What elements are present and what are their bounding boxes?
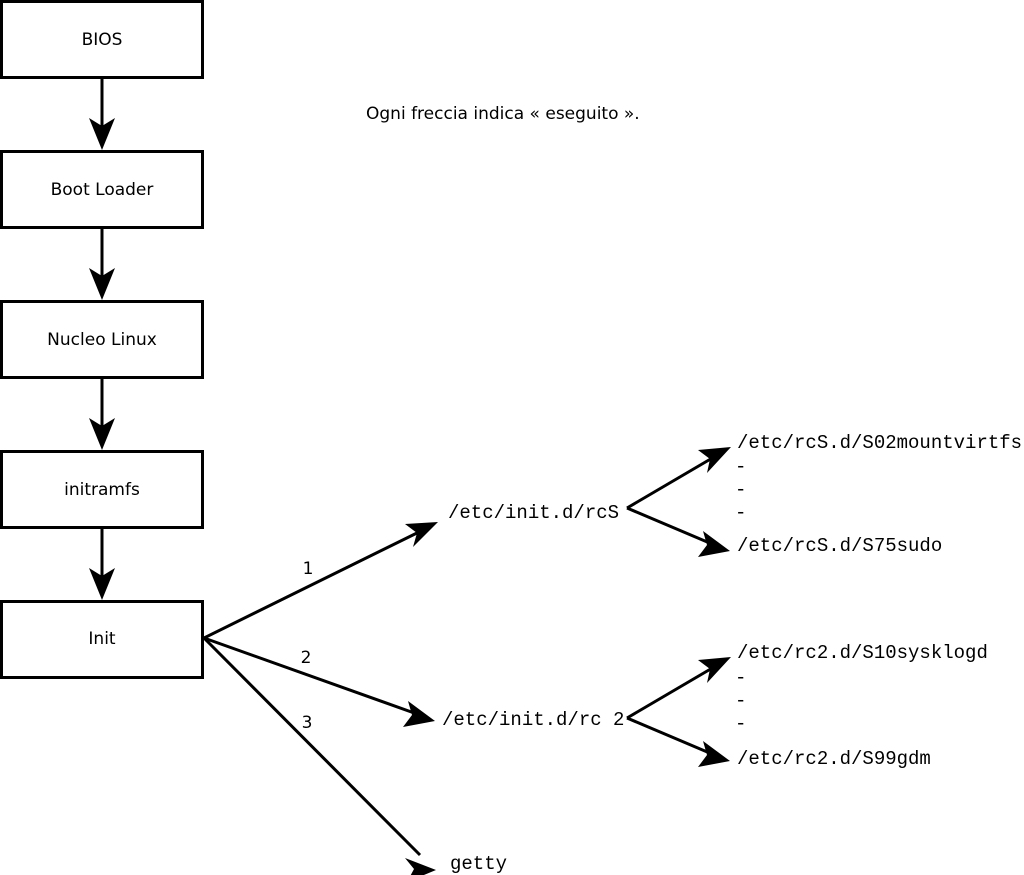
arrow-rcs-to-last-script xyxy=(626,506,730,557)
node-init[interactable]: Init xyxy=(0,600,204,679)
node-initramfs-rect xyxy=(0,450,204,529)
branch-number-2: 2 xyxy=(301,648,312,668)
arrow-bootloader-to-kernel xyxy=(89,228,115,300)
rc2-script-first: /etc/rc2.d/S10sysklogd xyxy=(737,642,988,664)
rcs-script-first: /etc/rcS.d/S02mountvirtfs xyxy=(737,432,1022,454)
arrow-initramfs-to-init xyxy=(89,528,115,600)
rcs-ellipsis-dash-3: - xyxy=(735,502,746,524)
node-initramfs-label: initramfs xyxy=(64,480,140,500)
arrow-rc2-to-last-script xyxy=(626,716,730,767)
rcs-ellipsis-dash-2: - xyxy=(735,479,746,501)
branch-number-3: 3 xyxy=(302,713,313,733)
node-bios[interactable]: BIOS xyxy=(0,0,204,79)
arrow-init-branch-2 xyxy=(203,636,435,727)
rc2-ellipsis-dash-2: - xyxy=(735,690,746,712)
rc2-ellipsis-dash-1: - xyxy=(735,667,746,689)
arrow-bios-to-bootloader xyxy=(89,78,115,150)
diagram-note: Ogni freccia indica « eseguito ». xyxy=(366,104,640,124)
rc2-ellipsis-dash-3: - xyxy=(735,713,746,735)
node-boot-loader[interactable]: Boot Loader xyxy=(0,150,204,229)
node-init-rect xyxy=(0,600,204,679)
arrow-rcs-to-first-script xyxy=(626,447,731,510)
arrow-kernel-to-initramfs xyxy=(89,378,115,450)
node-boot-loader-rect xyxy=(0,150,204,229)
node-boot-loader-label: Boot Loader xyxy=(51,180,154,200)
node-bios-rect xyxy=(0,0,204,79)
node-kernel-rect xyxy=(0,300,204,379)
rcs-script-last: /etc/rcS.d/S75sudo xyxy=(737,535,942,557)
rc2-script-last: /etc/rc2.d/S99gdm xyxy=(737,748,931,770)
node-kernel[interactable]: Nucleo Linux xyxy=(0,300,204,379)
node-bios-label: BIOS xyxy=(82,30,123,50)
label-getty: getty xyxy=(450,853,507,875)
node-init-label: Init xyxy=(88,629,116,649)
arrow-init-branch-3 xyxy=(202,636,436,875)
arrow-init-branch-1 xyxy=(203,522,438,640)
branch-number-1: 1 xyxy=(303,559,314,579)
node-kernel-label: Nucleo Linux xyxy=(47,330,157,350)
rcs-ellipsis-dash-1: - xyxy=(735,456,746,478)
node-initramfs[interactable]: initramfs xyxy=(0,450,204,529)
label-rcs: /etc/init.d/rcS xyxy=(448,502,619,524)
label-rc2: /etc/init.d/rc 2 xyxy=(442,709,624,731)
arrow-rc2-to-first-script xyxy=(626,657,731,720)
